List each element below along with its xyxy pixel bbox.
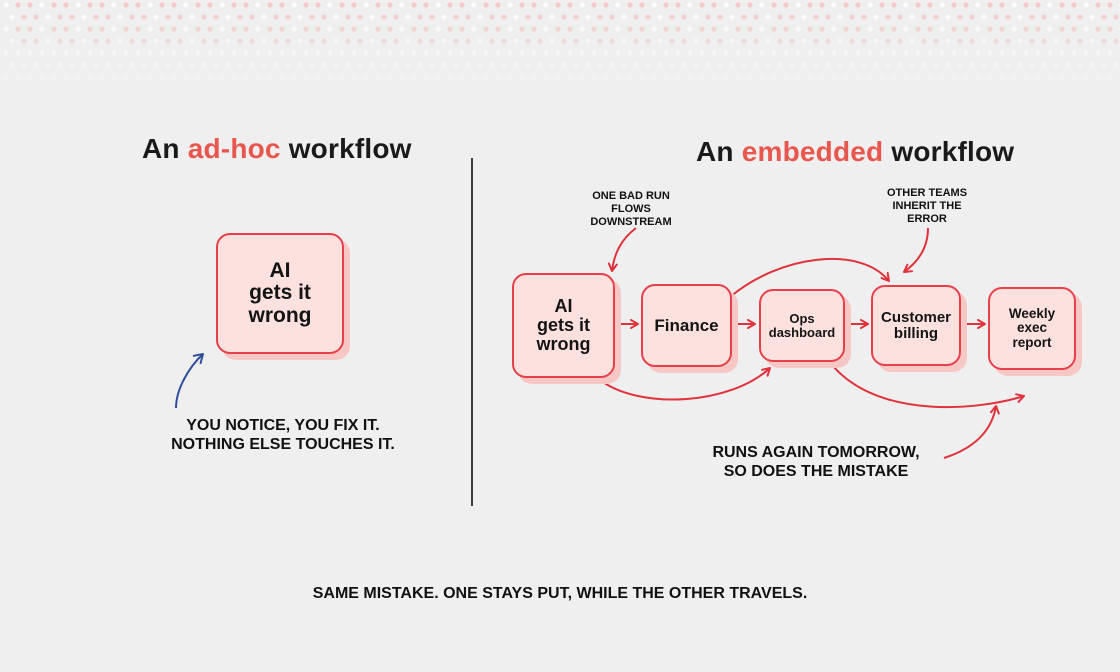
footer-caption: SAME MISTAKE. ONE STAYS PUT, WHILE THE O…: [312, 585, 808, 602]
left-title-accent: ad-hoc: [187, 133, 281, 164]
right-title-suffix: workflow: [891, 136, 1015, 167]
left-ai-wrong-box: AI gets it wrong: [216, 233, 344, 354]
bad-run-callout-arrow: [607, 227, 637, 272]
section-divider: [471, 158, 473, 506]
dotted-header-pattern: [3, 2, 1120, 92]
left-title-prefix: An: [142, 133, 180, 164]
left-title: An ad-hoc workflow: [142, 133, 412, 165]
left-title-suffix: workflow: [288, 133, 412, 164]
bad-run-note: ONE BAD RUN FLOWS DOWNSTREAM: [590, 190, 672, 229]
arrow-ai-to-ops: [599, 367, 771, 401]
runs-again-callout-arrow: [943, 405, 1000, 459]
right-title: An embedded workflow: [696, 136, 1014, 168]
right-title-prefix: An: [696, 136, 734, 167]
weekly-exec-report-box: Weekly exec report: [988, 287, 1076, 370]
runs-again-note: RUNS AGAIN TOMORROW, SO DOES THE MISTAKE: [712, 444, 920, 481]
other-teams-note: OTHER TEAMS INHERIT THE ERROR: [886, 187, 968, 226]
finance-box: Finance: [641, 284, 732, 367]
arrow-finance-to-billing: [729, 257, 890, 298]
arrow-ops-to-report: [832, 365, 1025, 409]
notice-arrow: [175, 353, 204, 409]
customer-billing-box: Customer billing: [871, 285, 961, 366]
ops-dashboard-box: Ops dashboard: [759, 289, 845, 362]
other-teams-callout-arrow: [903, 227, 929, 273]
right-title-accent: embedded: [741, 136, 884, 167]
ai-wrong-box: AI gets it wrong: [512, 273, 615, 378]
left-note: YOU NOTICE, YOU FIX IT. NOTHING ELSE TOU…: [171, 417, 395, 454]
